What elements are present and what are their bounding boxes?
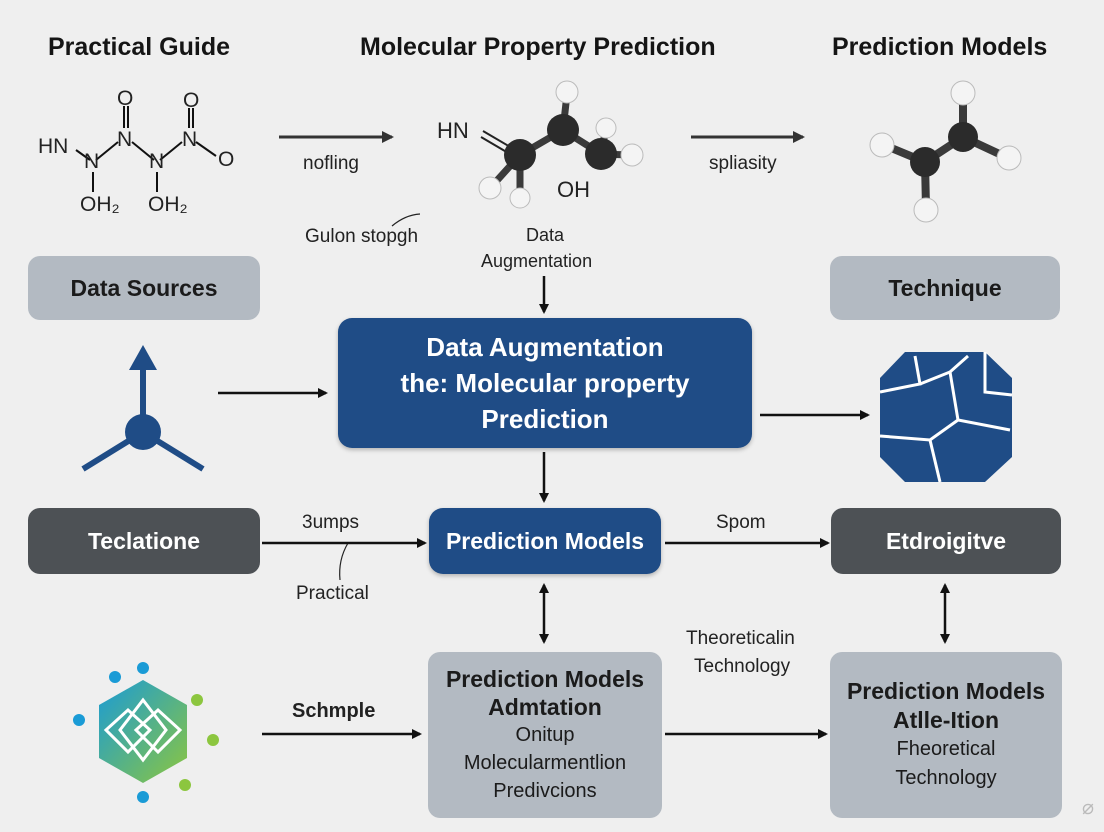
label-3umps: 3umps [302, 512, 360, 533]
box-technique-label: Technique [888, 274, 1002, 301]
heading-prediction-models: Prediction Models [832, 33, 1048, 61]
atom-n-2: N [117, 128, 133, 151]
atom-o-top-1: O [117, 87, 134, 110]
bottom-center-line-4: Molecularmentlion [463, 752, 627, 774]
box-teclatione-label: Teclatione [87, 527, 201, 554]
atom-o-right: O [218, 148, 235, 171]
label-augmentation: Augmentation [481, 251, 593, 271]
heading-molecular-property-prediction: Molecular Property Prediction [360, 33, 716, 61]
right-molecule [869, 80, 1022, 223]
octagon-shield-icon [879, 352, 1013, 483]
atom-n-1: N [84, 150, 100, 173]
bottom-center-line-5: Predivcions [493, 780, 597, 802]
box-etdroigitve: Etdroigitve [831, 508, 1061, 574]
box-teclatione: Teclatione [28, 508, 260, 574]
box-bottom-right: Prediction Models Atlle-Ition Fheoretica… [830, 652, 1062, 818]
label-technology: Technology [694, 656, 791, 677]
box-bottom-center: Prediction Models Admtation Onitup Molec… [428, 652, 662, 818]
atom-hn-left: HN [38, 135, 69, 158]
label-spom: Spom [716, 512, 766, 533]
label-spliasity: spliasity [709, 153, 777, 174]
atom-n-4: N [182, 128, 198, 151]
atom-oh2-a: OH₂ [80, 193, 120, 216]
bottom-right-line-1: Prediction Models [846, 678, 1046, 704]
label-gulon-stopgh: Gulon stopgh [305, 226, 419, 247]
bottom-right-line-2: Atlle-Ition [892, 707, 1000, 733]
center-molecule [478, 80, 644, 209]
atom-oh-center: OH [557, 177, 590, 202]
bottom-center-line-2: Admtation [488, 694, 602, 720]
main-line-1: Data Augmentation [426, 332, 664, 362]
watermark-icon: ⌀ [1081, 797, 1094, 819]
bottom-center-line-1: Prediction Models [445, 666, 645, 692]
atom-hn-center: HN [437, 118, 469, 143]
atom-n-3: N [149, 150, 165, 173]
label-practical: Practical [296, 583, 369, 604]
hexagon-network-icon [73, 662, 219, 803]
pointer-curve-2 [339, 542, 349, 581]
box-prediction-models: Prediction Models [429, 508, 661, 574]
heading-practical-guide: Practical Guide [48, 33, 231, 61]
label-theoreticalin: Theoreticalin [686, 628, 795, 649]
label-schmple: Schmple [292, 700, 376, 722]
tripod-icon [81, 345, 205, 472]
left-molecule-bonds [75, 106, 217, 192]
atom-oh2-b: OH₂ [148, 193, 188, 216]
label-data: Data [526, 225, 565, 245]
box-data-sources: Data Sources [28, 256, 260, 320]
main-line-3: Prediction [481, 404, 609, 434]
box-data-augmentation-main: Data Augmentation the: Molecular propert… [338, 318, 752, 448]
main-line-2: the: Molecular property [400, 368, 690, 398]
box-technique: Technique [830, 256, 1060, 320]
box-etdroigitve-label: Etdroigitve [885, 527, 1007, 554]
box-data-sources-label: Data Sources [70, 274, 218, 301]
pointer-curve [391, 213, 421, 227]
bottom-center-line-3: Onitup [515, 724, 575, 746]
bottom-right-line-4: Technology [895, 767, 997, 789]
atom-o-top-2: O [183, 89, 200, 112]
bottom-right-line-3: Fheoretical [896, 738, 996, 760]
label-nofling: nofling [303, 153, 359, 174]
box-prediction-models-label: Prediction Models [445, 527, 645, 554]
